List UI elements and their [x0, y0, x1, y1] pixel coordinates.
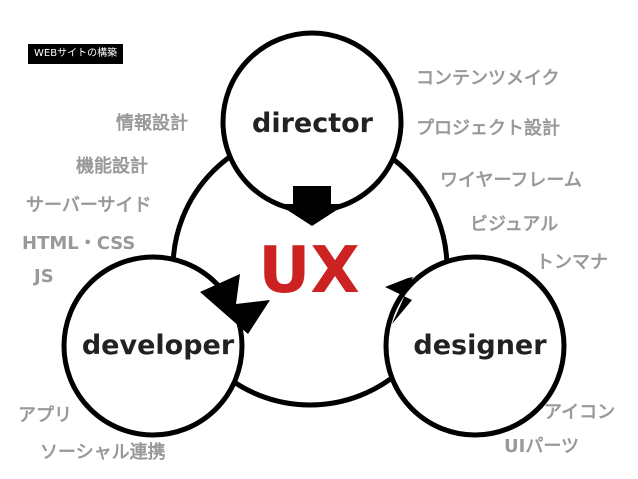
section-badge: WEBサイトの構築: [28, 44, 124, 64]
task-social-integration: ソーシャル連携: [40, 442, 166, 463]
task-app: アプリ: [18, 405, 72, 426]
task-js: JS: [34, 266, 54, 287]
task-tone-manner: トンマナ: [536, 252, 608, 273]
task-project-design: プロジェクト設計: [416, 118, 560, 139]
developer-circle: [61, 254, 245, 438]
director-label: director: [252, 108, 373, 139]
director-arrow: [278, 186, 346, 226]
task-content-make: コンテンツメイク: [416, 68, 560, 89]
task-wireframe: ワイヤーフレーム: [440, 170, 582, 191]
task-html-css: HTML・CSS: [22, 233, 136, 254]
designer-circle: [383, 254, 567, 438]
task-information-design: 情報設計: [116, 113, 188, 134]
task-visual: ビジュアル: [470, 214, 559, 235]
task-server-side: サーバーサイド: [26, 195, 152, 216]
task-ui-parts: UIパーツ: [504, 436, 579, 457]
designer-label: designer: [413, 330, 547, 361]
developer-arrow: [200, 274, 270, 334]
center-ux-label: UX: [258, 234, 360, 308]
designer-arrow: [385, 277, 413, 324]
task-function-design: 機能設計: [76, 156, 148, 177]
task-icon: アイコン: [544, 402, 616, 423]
developer-label: developer: [81, 330, 235, 361]
